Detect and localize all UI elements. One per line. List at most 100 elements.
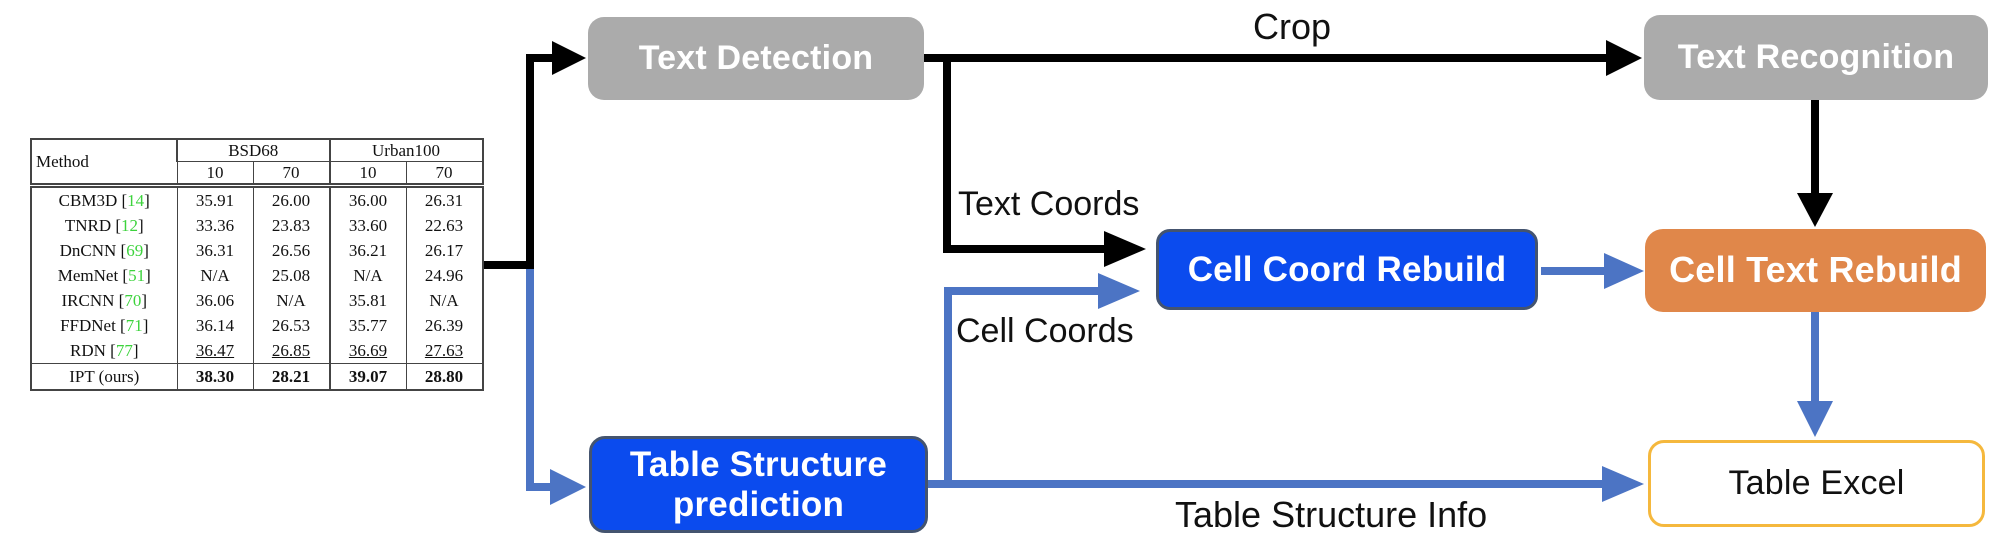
arrow-cell-coords: [944, 287, 1100, 484]
value-cell: 24.96: [405, 263, 483, 288]
value-cell: 26.31: [405, 185, 483, 213]
value-cell: N/A: [328, 263, 406, 288]
node-table-structure-prediction: Table Structure prediction: [589, 436, 928, 533]
value-cell: 23.83: [252, 213, 330, 238]
edge-label-crop: Crop: [1253, 6, 1332, 47]
node-cell-coord-rebuild: Cell Coord Rebuild: [1156, 229, 1538, 310]
node-cell-text-rebuild-label: Cell Text Rebuild: [1669, 249, 1962, 291]
citation-number: 14: [127, 190, 145, 210]
value-cell: 27.63: [405, 338, 483, 364]
node-table-structure-prediction-label: Table Structure prediction: [629, 445, 888, 524]
value-cell: 36.06: [176, 288, 253, 313]
arrowhead-table-structure-prediction: [550, 469, 586, 505]
arrowhead-text-recognition: [1606, 40, 1642, 76]
value-cell: 35.91: [176, 185, 253, 213]
value-cell: 36.14: [176, 313, 253, 338]
edge-label-table-structure-info: Table Structure Info: [1175, 494, 1488, 535]
value-cell: 25.08: [252, 263, 330, 288]
value-cell: 26.17: [405, 238, 483, 263]
value-cell: 26.53: [252, 313, 330, 338]
value-cell: N/A: [405, 288, 483, 313]
method-cell: RDN [77]: [70, 340, 139, 360]
value-cell: 36.69: [328, 338, 406, 364]
arrowhead-cell-coords: [1098, 273, 1140, 309]
value-cell: 36.00: [328, 185, 406, 213]
citation-number: 12: [121, 215, 139, 235]
node-text-recognition: Text Recognition: [1644, 15, 1988, 100]
value-cell: 28.80: [405, 363, 483, 390]
value-cell: N/A: [176, 263, 253, 288]
node-table-excel: Table Excel: [1648, 440, 1985, 527]
black-arrows: [456, 54, 1819, 269]
citation-number: 51: [128, 265, 146, 285]
method-cell: IPT (ours): [31, 363, 177, 390]
value-cell: 26.85: [252, 338, 330, 364]
value-cell: 35.77: [328, 313, 406, 338]
citation-number: 77: [115, 340, 133, 360]
node-cell-coord-rebuild-label: Cell Coord Rebuild: [1187, 249, 1507, 289]
arrowhead-cell-coord-left-upper: [1104, 231, 1146, 267]
subcolumn-urban100-70: 70: [405, 161, 483, 188]
value-cell: 26.56: [252, 238, 330, 263]
blue-arrows: [526, 265, 1819, 491]
node-table-excel-label: Table Excel: [1728, 464, 1905, 503]
arrowhead-table-excel-left: [1602, 466, 1644, 502]
subcolumn-urban100-10: 10: [328, 161, 406, 188]
arrowhead-text-detection: [552, 41, 586, 75]
method-cell: IRCNN [70]: [61, 290, 147, 310]
value-cell: 22.63: [405, 213, 483, 238]
subcolumn-bsd68-10: 10: [176, 161, 253, 188]
edge-label-cell-coords: Cell Coords: [956, 312, 1134, 350]
column-group-bsd68: BSD68: [176, 139, 330, 162]
arrow-input-to-table-structure-prediction: [526, 265, 552, 491]
subcolumn-bsd68-70: 70: [252, 161, 330, 188]
node-text-detection-label: Text Detection: [638, 39, 874, 78]
arrow-input-to-text-detection: [456, 54, 552, 269]
arrowhead-cell-text-left: [1604, 253, 1644, 289]
value-cell: 33.36: [176, 213, 253, 238]
method-cell: TNRD [12]: [64, 215, 144, 235]
value-cell: 35.81: [328, 288, 406, 313]
method-cell: DnCNN [69]: [59, 240, 149, 260]
value-cell: 36.21: [328, 238, 406, 263]
method-cell: MemNet [51]: [57, 265, 151, 285]
results-table-header: Method BSD68 Urban100 10 70 10 70: [31, 139, 483, 188]
value-cell: N/A: [252, 288, 330, 313]
column-group-urban100: Urban100: [328, 139, 483, 162]
blue-arrowheads: [550, 253, 1833, 505]
value-cell: 39.07: [328, 363, 406, 390]
value-cell: 36.31: [176, 238, 253, 263]
black-arrowheads: [552, 40, 1833, 267]
value-cell: 26.00: [252, 185, 330, 213]
node-cell-text-rebuild: Cell Text Rebuild: [1645, 229, 1986, 312]
value-cell: 26.39: [405, 313, 483, 338]
citation-number: 69: [126, 240, 144, 260]
column-header-method: Method: [31, 139, 177, 188]
value-cell: 33.60: [328, 213, 406, 238]
method-cell: FFDNet [71]: [60, 315, 149, 335]
edge-label-text-coords: Text Coords: [958, 185, 1140, 223]
value-cell: 38.30: [176, 363, 253, 390]
arrow-text-coords: [943, 58, 1106, 253]
node-text-detection: Text Detection: [588, 17, 924, 100]
results-table: Method BSD68 Urban100 10 70 10 70 CBM3D …: [30, 138, 484, 391]
value-cell: 36.47: [176, 338, 253, 364]
citation-number: 70: [124, 290, 142, 310]
input-table-image: Method BSD68 Urban100 10 70 10 70 CBM3D …: [30, 138, 484, 391]
value-cell: 28.21: [252, 363, 330, 390]
method-cell: CBM3D [14]: [58, 190, 150, 210]
arrowhead-table-excel-top: [1797, 401, 1833, 437]
arrowhead-cell-text-top: [1797, 193, 1833, 227]
citation-number: 71: [125, 315, 143, 335]
